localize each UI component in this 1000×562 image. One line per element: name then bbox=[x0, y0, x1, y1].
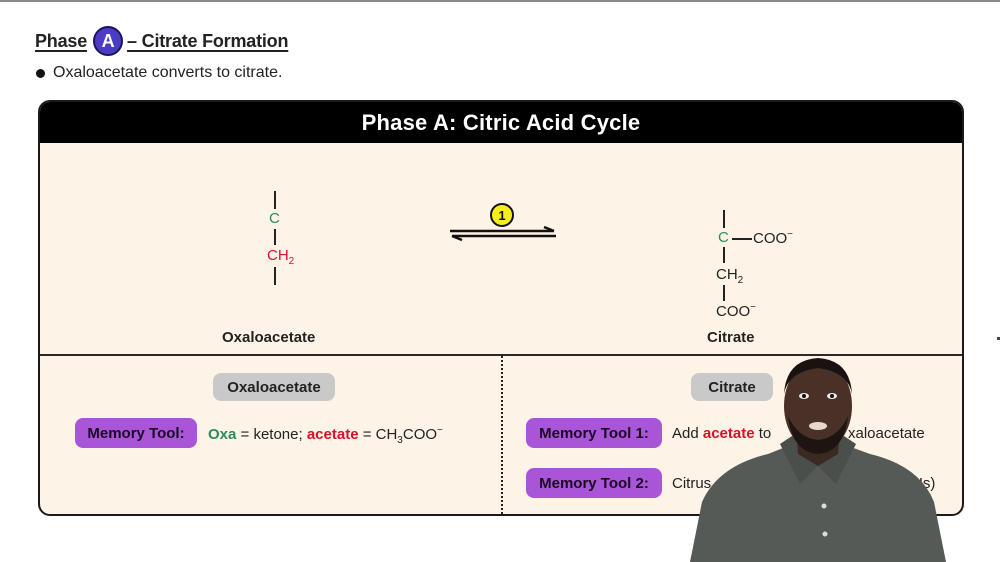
reaction-section: C CH2 Oxaloacetate 1 C COO− CH2 CO bbox=[40, 143, 962, 356]
presenter-icon bbox=[690, 358, 946, 562]
equilibrium-arrow: 1 bbox=[446, 203, 560, 243]
top-divider bbox=[0, 0, 1000, 2]
coo-top: COO− bbox=[753, 229, 794, 247]
bond bbox=[723, 285, 725, 301]
citric-acid-cycle-card: Phase A: Citric Acid Cycle C CH2 Oxaloac… bbox=[38, 100, 964, 516]
bullet-icon bbox=[36, 68, 45, 78]
memory-tool-2-pill: Memory Tool 2: bbox=[526, 468, 662, 498]
memory-tools-section: Oxaloacetate Memory Tool: Oxa = ketone; … bbox=[40, 356, 962, 514]
memory-tool-1-pill: Memory Tool 1: bbox=[526, 418, 662, 448]
equilibrium-arrow-icon bbox=[450, 225, 556, 242]
citrate-pill: Citrate bbox=[691, 373, 773, 401]
heading-prefix: Phase bbox=[35, 30, 88, 51]
presenter-video-overlay bbox=[688, 354, 948, 562]
heading-suffix: – Citrate Formation bbox=[127, 30, 289, 51]
ch2-group: CH2 bbox=[716, 266, 744, 286]
bond bbox=[723, 247, 725, 263]
oxaloacetate-label: Oxaloacetate bbox=[222, 329, 316, 346]
coo-bottom: COO− bbox=[716, 302, 757, 320]
memory-tool-pill: Memory Tool: bbox=[75, 418, 197, 448]
memory-tool-1-tail: xaloacetate bbox=[848, 425, 925, 442]
bullet-text: Oxaloacetate converts to citrate. bbox=[53, 64, 283, 81]
citrate-label: Citrate bbox=[707, 329, 755, 346]
memory-tool-2-text: Citrus bbox=[672, 475, 712, 492]
phase-badge: A bbox=[93, 26, 124, 56]
bullet-point: Oxaloacetate converts to citrate. bbox=[36, 64, 282, 82]
dotted-divider bbox=[501, 356, 503, 514]
carbon-atom: C bbox=[269, 210, 280, 227]
bond bbox=[732, 238, 752, 240]
carbon-atom: C bbox=[718, 229, 729, 246]
memory-tool-text: Oxa = ketone; acetate = CH3COO− bbox=[208, 425, 443, 446]
bond bbox=[274, 229, 276, 245]
ch2-group: CH2 bbox=[267, 247, 295, 267]
card-title: Phase A: Citric Acid Cycle bbox=[40, 102, 962, 143]
section-heading: Phase A – Citrate Formation bbox=[35, 26, 288, 56]
bond bbox=[274, 267, 276, 285]
bond bbox=[723, 210, 725, 228]
oxaloacetate-pill: Oxaloacetate bbox=[213, 373, 335, 401]
bond bbox=[274, 191, 276, 209]
edge-artifact bbox=[997, 337, 1000, 340]
memory-tool-1-text: Add acetate to bbox=[672, 425, 772, 442]
step-badge: 1 bbox=[490, 203, 514, 227]
